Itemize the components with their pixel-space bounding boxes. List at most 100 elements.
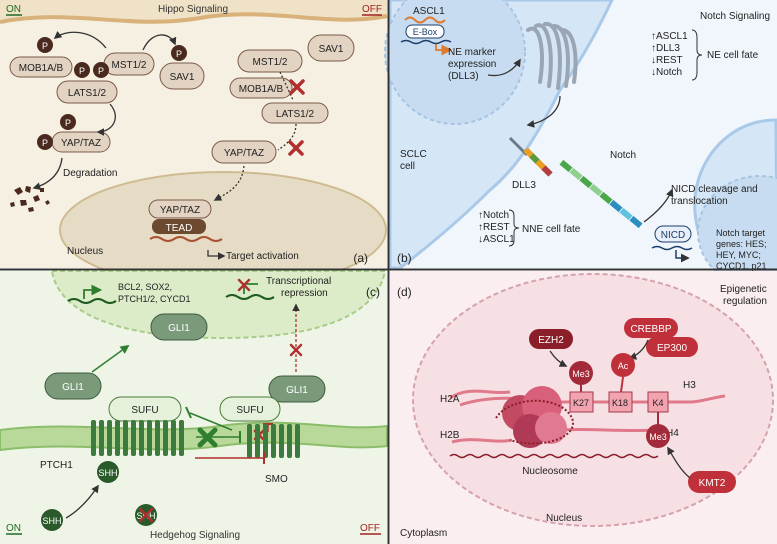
off-label: OFF (362, 4, 382, 15)
arrow-mst-to-mob (53, 31, 107, 49)
nne-list-item: ↑Notch (478, 210, 509, 221)
inhibition-x-icon (288, 140, 304, 156)
panel-b: ASCL1 E-Box NE marker expression (DLL3) … (384, 0, 777, 289)
shh-free-icon (41, 509, 63, 531)
cell-membrane-top (0, 0, 387, 22)
panel-a: ON Hippo Signaling OFF MOB1A/B P MST1/2 … (0, 0, 388, 289)
gli1-left-label: GLI1 (62, 382, 84, 393)
dna-b-icon (400, 39, 452, 45)
nicd-text-line1: NICD cleavage and (671, 184, 758, 195)
gli1-nuclear-label: GLI1 (168, 323, 190, 334)
phospho-icon (37, 134, 53, 150)
shh-bound-icon (97, 461, 119, 483)
ezh2-label: EZH2 (538, 335, 564, 346)
gli1-right-label: GLI1 (286, 385, 308, 396)
shh-free-label: SHH (42, 516, 61, 526)
ac-label: Ac (618, 361, 629, 371)
dll3-label: DLL3 (512, 180, 536, 191)
h2a-label: H2A (440, 394, 460, 405)
membrane-line (0, 12, 388, 24)
hedgehog-title: Hedgehog Signaling (150, 530, 240, 541)
ne-list-item: ↓Notch (651, 67, 682, 78)
nicd-box (654, 225, 692, 243)
panel-d-label: (d) (397, 285, 412, 299)
sufu-left-label: SUFU (131, 405, 158, 416)
notch-title: Notch Signaling (700, 11, 770, 22)
degradation-fragments-icon (10, 186, 50, 212)
ac-icon (611, 353, 635, 377)
sufu-right-label: SUFU (236, 405, 263, 416)
lats12-on-label: LATS1/2 (68, 88, 107, 99)
yaptaz-off-box (211, 140, 277, 164)
target-gene-line: CYCD1, p21 (716, 261, 767, 271)
nucleosome-icon (495, 386, 575, 448)
ne-brace (691, 29, 703, 81)
sclc-line1: SCLC (400, 149, 427, 160)
nucleus-a-label: Nucleus (67, 246, 103, 257)
arrow-mst-to-sav (142, 34, 177, 51)
arrow-ezh2-me3 (549, 350, 568, 367)
phospho-label: P (176, 49, 182, 59)
inhibition-x-icon (289, 343, 303, 357)
nne-list-item: ↓ASCL1 (478, 234, 515, 245)
smo-receptor-icon (247, 424, 300, 458)
ebox-box (405, 24, 445, 39)
lats12-on-box (56, 80, 118, 104)
phospho-label: P (42, 138, 48, 148)
gli1-nuclear-box (150, 313, 208, 341)
ebox-label: E-Box (413, 27, 438, 37)
sav1-on-label: SAV1 (170, 72, 195, 83)
k27-label: K27 (573, 398, 589, 408)
hippo-title: Hippo Signaling (158, 4, 228, 15)
h2a-tail (449, 389, 511, 400)
epigenetic-line2: regulation (723, 296, 767, 307)
inhibit-bar (185, 406, 192, 419)
sav1-on-box (159, 62, 205, 90)
lats12-off-label: LATS1/2 (276, 109, 315, 120)
phospho-label: P (79, 66, 85, 76)
phospho-label: P (98, 66, 104, 76)
h4-label: H4 (666, 428, 679, 439)
ptch1-label: PTCH1 (40, 460, 73, 471)
h2b-tail (451, 438, 513, 444)
gli1-left-box (44, 372, 102, 400)
ascl1-icon (404, 16, 446, 24)
mob1ab-on-label: MOB1A/B (19, 63, 64, 74)
ne-list-item: ↑ASCL1 (651, 31, 688, 42)
ne-marker-line1: NE marker (448, 47, 496, 58)
sclc-line2: cell (400, 161, 415, 172)
mob1ab-off-label: MOB1A/B (239, 84, 284, 95)
nne-fate-label: NNE cell fate (522, 224, 581, 235)
arrow-gli1-to-nucleus (91, 344, 130, 373)
degradation-label: Degradation (63, 168, 117, 179)
ne-list-item: ↑DLL3 (651, 43, 680, 54)
shh-bound-label: SHH (98, 468, 117, 478)
phospho-icon (171, 45, 187, 61)
target-gene-line: Notch target (716, 228, 766, 238)
mst12-on-label: MST1/2 (111, 60, 146, 71)
inhibition-x-icon (289, 79, 305, 95)
nucleus-c (50, 270, 387, 340)
phospho-icon (37, 37, 53, 53)
mst12-off-label: MST1/2 (252, 57, 287, 68)
mob1ab-on-box (9, 56, 73, 78)
crebbp-box (624, 318, 678, 338)
phospho-label: P (42, 41, 48, 51)
epigenetic-line1: Epigenetic (720, 284, 767, 295)
phospho-icon (74, 62, 90, 78)
ne-marker-line3: (DLL3) (448, 71, 479, 82)
yaptaz-nuclear-label: YAP/TAZ (160, 205, 200, 216)
target-gene-line: genes: HES; (716, 239, 767, 249)
arrow-to-golgi (487, 58, 521, 77)
nicd-text-line2: translocation (671, 196, 728, 207)
ne-marker-arrow (435, 44, 453, 56)
nucleosome-label: Nucleosome (522, 466, 578, 477)
me3-k4-icon (646, 424, 670, 448)
sav1-off-box (307, 34, 355, 62)
dotted-arrow-to-nucleus (213, 165, 245, 201)
inhibition-x-icon (197, 427, 218, 448)
notch-receptor-icon (559, 159, 643, 229)
me3-k4-label: Me3 (649, 432, 667, 442)
on-label: ON (6, 4, 21, 15)
